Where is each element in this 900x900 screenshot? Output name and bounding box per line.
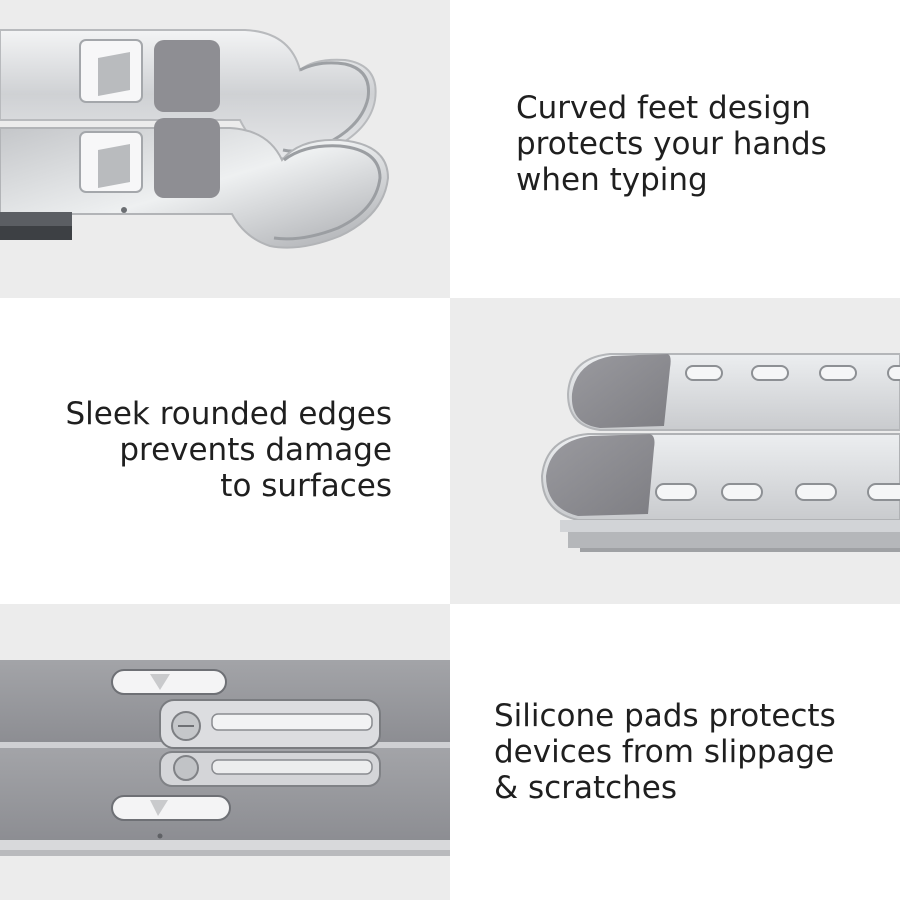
silicone-pads-caption: Silicone pads protects devices from slip… [494, 698, 836, 806]
silicone-pads-photo [0, 604, 450, 900]
rounded-edges-photo [450, 298, 900, 604]
curved-feet-illustration [0, 29, 390, 249]
rounded-edges-illustration [540, 353, 900, 552]
curved-feet-photo [0, 0, 450, 298]
curved-feet-caption: Curved feet design protects your hands w… [516, 90, 827, 198]
rounded-edges-caption: Sleek rounded edges prevents damage to s… [65, 396, 393, 504]
rounded-edges-text-panel: Sleek rounded edges prevents damage to s… [0, 298, 450, 604]
silicone-pads-text-panel: Silicone pads protects devices from slip… [450, 604, 900, 900]
curved-feet-text-panel: Curved feet design protects your hands w… [450, 0, 900, 298]
silicone-pads-illustration [0, 660, 450, 856]
